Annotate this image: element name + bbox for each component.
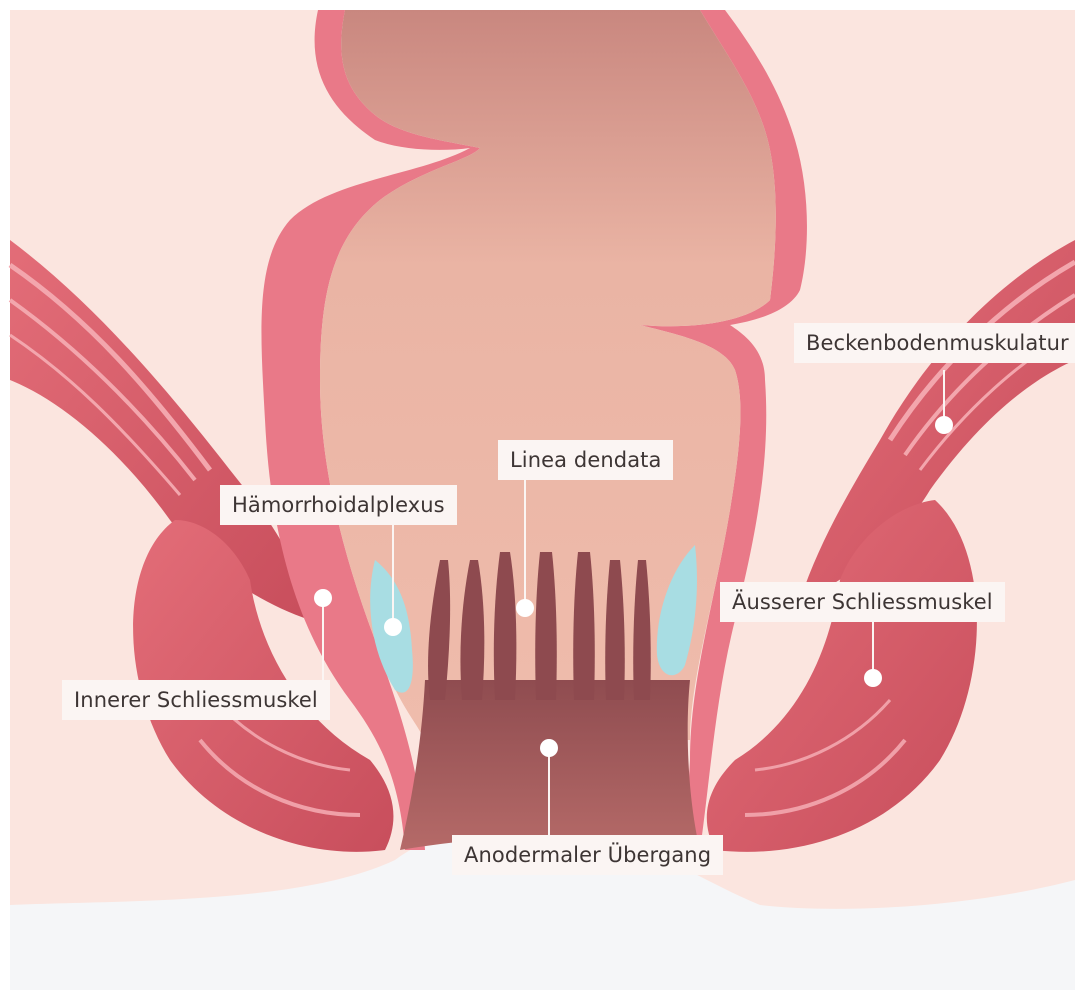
dot-innerer bbox=[314, 589, 332, 607]
dot-anodermal bbox=[540, 739, 558, 757]
label-innerer-schliessmuskel: Innerer Schliessmuskel bbox=[62, 680, 330, 720]
label-beckenbodenmuskulatur: Beckenbodenmuskulatur bbox=[794, 323, 1075, 363]
dot-aeusserer bbox=[864, 669, 882, 687]
label-aeusserer-schliessmuskel: Äusserer Schliessmuskel bbox=[720, 582, 1005, 622]
dot-beckenboden bbox=[935, 416, 953, 434]
label-anodermaler-uebergang: Anodermaler Übergang bbox=[452, 835, 723, 875]
dot-linea bbox=[516, 599, 534, 617]
dot-plexus bbox=[384, 618, 402, 636]
label-haemorrhoidalplexus: Hämorrhoidalplexus bbox=[220, 485, 457, 525]
label-linea-dendata: Linea dendata bbox=[498, 440, 673, 480]
